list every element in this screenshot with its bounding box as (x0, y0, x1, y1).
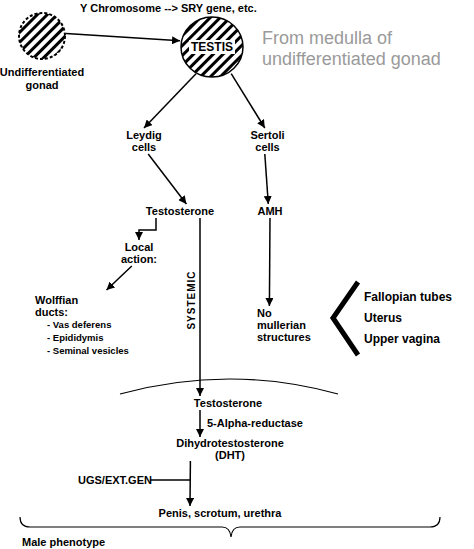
edge-label: SYSTEMIC (186, 260, 198, 340)
node-text: Leydig cells (118, 129, 170, 153)
hormone-node: AMH (253, 204, 287, 218)
list-item: - Seminal vesicles (47, 344, 129, 357)
flow-arrow (199, 410, 201, 437)
node-text: Local action: (115, 241, 163, 265)
origin-note: From medulla of undifferentiated gonad (262, 28, 472, 70)
node-text: AMH (257, 205, 282, 217)
flow-arrow (66, 34, 180, 41)
hatched-circle (181, 17, 243, 77)
edge-label: UGS/EXT.GEN (78, 474, 152, 486)
flow-arrow (107, 266, 132, 290)
curly-brace (20, 517, 440, 537)
phenotype-label: Male phenotype (22, 536, 105, 548)
gonad-outline (18, 12, 66, 60)
node-text: Penis, scrotum, urethra (159, 507, 282, 519)
leader-line (150, 479, 190, 481)
gonad-circle: Undifferentiated gonad (18, 12, 66, 60)
hormone-node: Dihydrotestosterone (DHT) (170, 437, 290, 461)
node-text: Wolffian ducts: (35, 294, 97, 318)
duct-list: Wolffian ducts:- Vas deferens- Epididymi… (35, 290, 145, 360)
flow-arrow (189, 461, 191, 506)
hormone-node: Testosterone (140, 204, 220, 218)
cell-node: Leydig cells (118, 128, 170, 154)
flow-arrow (231, 74, 265, 128)
bracket-symbol (333, 282, 358, 355)
structure-name: Upper vagina (364, 332, 440, 346)
flow-arrow (265, 154, 269, 204)
structure-node: No mullerian structures (257, 306, 319, 344)
list-item: - Epididymis (47, 331, 103, 344)
node-text: Undifferentiated gonad (0, 66, 88, 92)
organ-node: Penis, scrotum, urethra (150, 506, 290, 520)
action-node: Local action: (115, 240, 163, 266)
node-text: Testosterone (194, 397, 262, 409)
section-arc (120, 379, 338, 394)
flow-arrow (139, 218, 156, 240)
edge-label: 5-Alpha-reductase (207, 417, 303, 429)
node-text: Sertoli cells (240, 129, 295, 153)
structure-name: Uterus (364, 311, 402, 325)
node-text: TESTIS (189, 40, 235, 54)
hatched-circle (19, 13, 65, 59)
header-note: Y Chromosome --> SRY gene, etc. (80, 2, 257, 14)
node-text: Dihydrotestosterone (DHT) (170, 437, 290, 461)
testis-circle: TESTIS (180, 16, 244, 78)
node-text: No mullerian structures (257, 307, 319, 343)
hormone-node: Testosterone (188, 396, 268, 410)
cell-node: Sertoli cells (240, 128, 295, 154)
flow-arrow (148, 154, 186, 204)
node-text: Testosterone (146, 205, 214, 217)
flow-arrow (269, 218, 271, 306)
flow-arrow (144, 74, 196, 128)
list-item: - Vas deferens (47, 318, 111, 331)
flow-arrow (199, 218, 201, 396)
structure-name: Fallopian tubes (364, 290, 452, 304)
